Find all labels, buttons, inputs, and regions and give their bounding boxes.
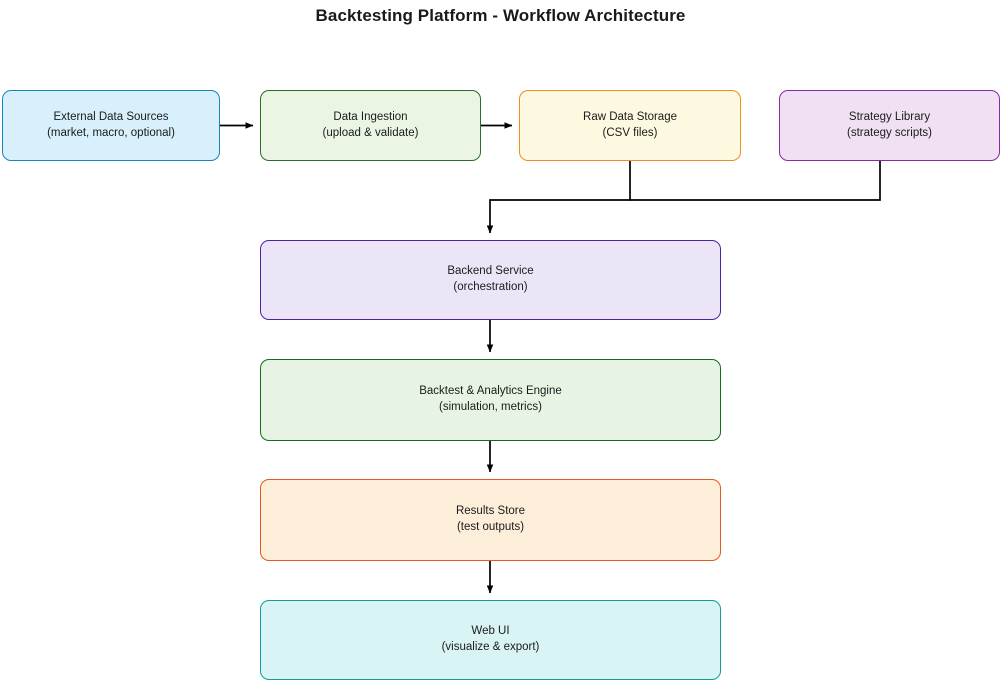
node-label-primary: External Data Sources (53, 110, 169, 123)
node-label-secondary: (strategy scripts) (847, 126, 932, 139)
node-label-secondary: (upload & validate) (322, 126, 419, 139)
node-label-primary: Raw Data Storage (583, 110, 677, 123)
node-strategy-library[interactable]: Strategy Library (strategy scripts) (779, 90, 1000, 161)
node-data-ingestion[interactable]: Data Ingestion (upload & validate) (260, 90, 481, 161)
edge-storage-to-backend (486, 161, 631, 234)
node-label-primary: Backtest & Analytics Engine (419, 385, 562, 398)
node-label-primary: Backend Service (447, 265, 534, 278)
node-label-secondary: (CSV files) (602, 126, 658, 139)
node-label-primary: Data Ingestion (333, 110, 408, 123)
node-web-ui[interactable]: Web UI (visualize & export) (260, 600, 721, 680)
node-backtest-analytics-engine[interactable]: Backtest & Analytics Engine (simulation,… (260, 359, 721, 441)
node-label-primary: Web UI (471, 625, 510, 638)
node-label-secondary: (visualize & export) (441, 641, 540, 653)
edge-strategy-to-backend (630, 161, 881, 201)
page-title: Backtesting Platform - Workflow Architec… (315, 6, 686, 25)
node-label-secondary: (test outputs) (456, 521, 525, 533)
node-raw-data-storage[interactable]: Raw Data Storage (CSV files) (519, 90, 741, 161)
node-label-secondary: (simulation, metrics) (439, 401, 542, 413)
node-label-primary: Strategy Library (848, 110, 931, 123)
node-results-store[interactable]: Results Store (test outputs) (260, 479, 721, 561)
node-label-secondary: (market, macro, optional) (47, 126, 175, 139)
node-label-primary: Results Store (455, 505, 526, 518)
node-label-secondary: (orchestration) (453, 281, 528, 293)
node-backend-service[interactable]: Backend Service (orchestration) (260, 240, 721, 320)
node-external-data-sources[interactable]: External Data Sources (market, macro, op… (2, 90, 220, 161)
